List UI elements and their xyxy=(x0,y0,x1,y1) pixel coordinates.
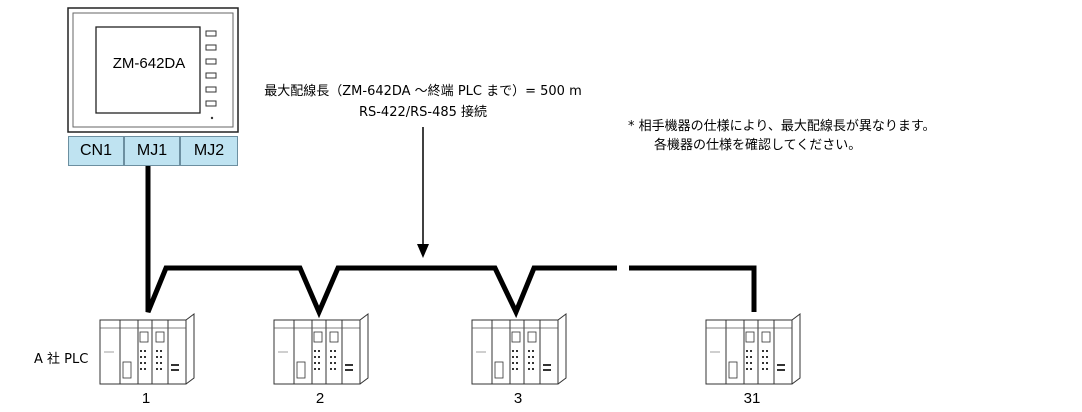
connection-type-label: RS-422/RS-485 接続 xyxy=(358,105,488,120)
max-wiring-length-label: 最大配線長（ZM-642DA ～終端 PLC まで）= 500 m xyxy=(264,84,582,99)
cable xyxy=(145,166,757,319)
plc-number-1: 1 xyxy=(141,390,151,407)
port-mj1: MJ1 xyxy=(124,136,180,166)
hmi-bezel-inner xyxy=(72,12,234,128)
plc-unit-31 xyxy=(705,313,801,385)
port-mj2: MJ2 xyxy=(180,136,238,166)
plc-number-2: 2 xyxy=(315,390,325,407)
plc-number-31: 31 xyxy=(743,390,761,407)
hmi-model-label: ZM-642DA xyxy=(112,55,186,72)
plc-vendor-label: A 社 PLC xyxy=(34,352,89,367)
plc-unit-2 xyxy=(273,313,369,385)
plc-number-3: 3 xyxy=(513,390,523,407)
port-cn1: CN1 xyxy=(68,136,124,166)
note-line-2: 各機器の仕様を確認してください。 xyxy=(654,138,862,153)
note-line-1: * 相手機器の仕様により、最大配線長が異なります。 xyxy=(628,119,936,134)
arrow-head-icon xyxy=(417,244,429,258)
hmi-led-icon xyxy=(210,116,214,120)
hmi-screen xyxy=(95,26,201,114)
hmi-side-keys xyxy=(205,30,217,107)
plc-unit-1 xyxy=(99,313,195,385)
plc-unit-3 xyxy=(471,313,567,385)
